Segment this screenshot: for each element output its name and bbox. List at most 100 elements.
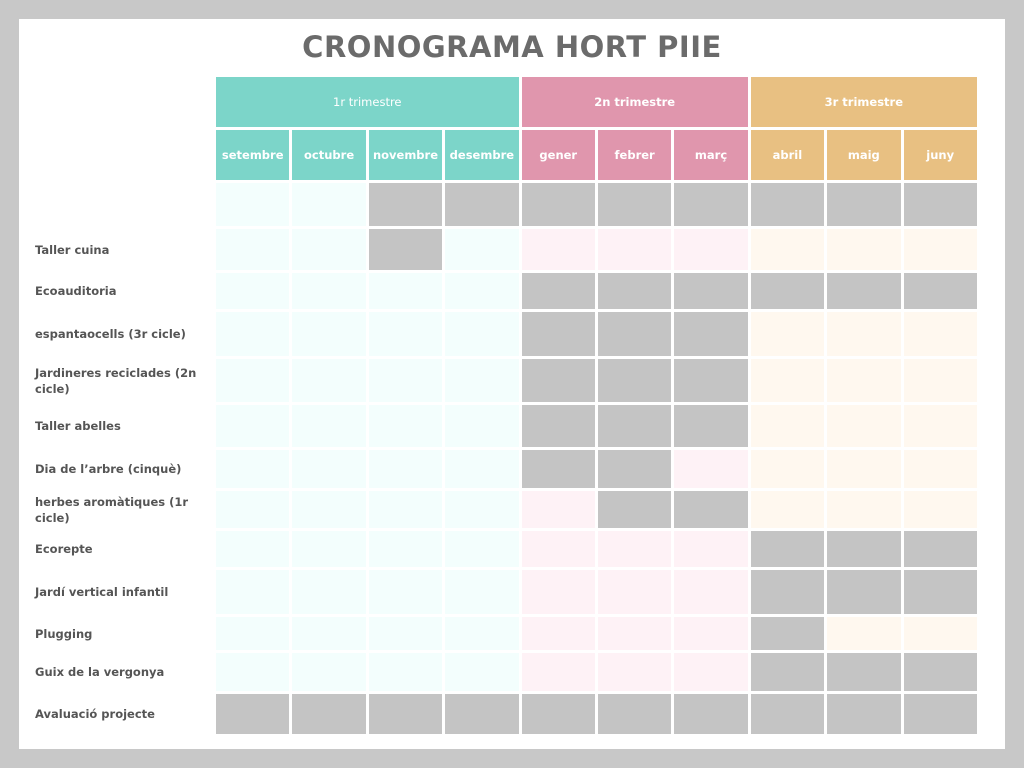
empty-cell <box>827 491 901 528</box>
empty-cell <box>292 312 366 356</box>
month-header: desembre <box>445 130 519 180</box>
empty-cell <box>674 653 748 691</box>
empty-cell <box>750 359 825 402</box>
scheduled-cell <box>750 653 825 691</box>
scheduled-cell <box>903 183 977 226</box>
scheduled-cell <box>903 570 977 614</box>
empty-cell <box>750 450 825 488</box>
trimester-header: 3r trimestre <box>750 77 977 127</box>
scheduled-cell <box>368 694 443 734</box>
scheduled-cell <box>674 273 748 309</box>
month-header: novembre <box>368 130 443 180</box>
empty-cell <box>827 405 901 447</box>
scheduled-cell <box>597 273 672 309</box>
activity-label: Taller cuina <box>35 242 110 257</box>
scheduled-cell <box>903 653 977 691</box>
empty-cell <box>597 617 672 650</box>
scheduled-cell <box>674 183 748 226</box>
month-header: octubre <box>292 130 366 180</box>
scheduled-cell <box>827 653 901 691</box>
scheduled-cell <box>368 229 443 270</box>
scheduled-cell <box>597 694 672 734</box>
empty-cell <box>827 617 901 650</box>
scheduled-cell <box>216 694 290 734</box>
scheduled-cell <box>827 273 901 309</box>
empty-cell <box>597 531 672 567</box>
activity-label: Jardineres reciclades (2n cicle) <box>35 365 197 396</box>
scheduled-cell <box>521 273 595 309</box>
empty-cell <box>750 491 825 528</box>
scheduled-cell <box>674 491 748 528</box>
empty-cell <box>750 312 825 356</box>
empty-cell <box>445 531 519 567</box>
scheduled-cell <box>827 531 901 567</box>
empty-cell <box>827 229 901 270</box>
scheduled-cell <box>674 405 748 447</box>
empty-cell <box>674 617 748 650</box>
empty-cell <box>216 229 290 270</box>
empty-cell <box>216 570 290 614</box>
month-header: setembre <box>216 130 290 180</box>
empty-cell <box>216 405 290 447</box>
empty-cell <box>674 229 748 270</box>
empty-cell <box>750 229 825 270</box>
empty-cell <box>445 570 519 614</box>
empty-cell <box>368 450 443 488</box>
empty-cell <box>521 491 595 528</box>
empty-cell <box>903 229 977 270</box>
activity-label: Dia de l’arbre (cinquè) <box>35 462 182 476</box>
scheduled-cell <box>674 312 748 356</box>
empty-cell <box>216 450 290 488</box>
empty-cell <box>216 531 290 567</box>
scheduled-cell <box>750 183 825 226</box>
activity-label: Ecoauditoria <box>35 284 117 298</box>
empty-cell <box>368 491 443 528</box>
empty-cell <box>216 273 290 309</box>
empty-cell <box>445 273 519 309</box>
activity-label: Guix de la vergonya <box>35 665 165 679</box>
header-corner <box>30 77 213 127</box>
empty-cell <box>292 273 366 309</box>
empty-cell <box>216 312 290 356</box>
scheduled-cell <box>597 405 672 447</box>
empty-cell <box>597 653 672 691</box>
header-corner-2 <box>30 130 213 180</box>
empty-cell <box>368 531 443 567</box>
scheduled-cell <box>597 450 672 488</box>
activity-label: Ecorepte <box>35 542 93 556</box>
trimester-header: 2n trimestre <box>521 77 748 127</box>
scheduled-cell <box>903 694 977 734</box>
empty-cell <box>368 405 443 447</box>
trimester-header: 1r trimestre <box>216 77 519 127</box>
scheduled-cell <box>521 694 595 734</box>
scheduled-cell <box>750 273 825 309</box>
scheduled-cell <box>827 570 901 614</box>
activity-label <box>30 183 213 226</box>
activity-label: espantaocells (3r cicle) <box>35 327 186 341</box>
month-header: abril <box>750 130 825 180</box>
scheduled-cell <box>597 312 672 356</box>
scheduled-cell <box>750 617 825 650</box>
empty-cell <box>292 653 366 691</box>
empty-cell <box>521 570 595 614</box>
empty-cell <box>216 183 290 226</box>
empty-cell <box>903 491 977 528</box>
scheduled-cell <box>521 312 595 356</box>
empty-cell <box>292 570 366 614</box>
activity-label: herbes aromàtiques (1r cicle) <box>35 494 189 525</box>
empty-cell <box>445 653 519 691</box>
empty-cell <box>445 359 519 402</box>
activity-label: Avaluació projecte <box>35 707 155 721</box>
empty-cell <box>292 229 366 270</box>
scheduled-cell <box>521 183 595 226</box>
scheduled-cell <box>521 450 595 488</box>
empty-cell <box>292 183 366 226</box>
empty-cell <box>903 617 977 650</box>
empty-cell <box>521 653 595 691</box>
scheduled-cell <box>292 694 366 734</box>
scheduled-cell <box>903 531 977 567</box>
empty-cell <box>368 653 443 691</box>
empty-cell <box>521 617 595 650</box>
scheduled-cell <box>521 405 595 447</box>
activity-label: Jardí vertical infantil <box>35 585 169 599</box>
